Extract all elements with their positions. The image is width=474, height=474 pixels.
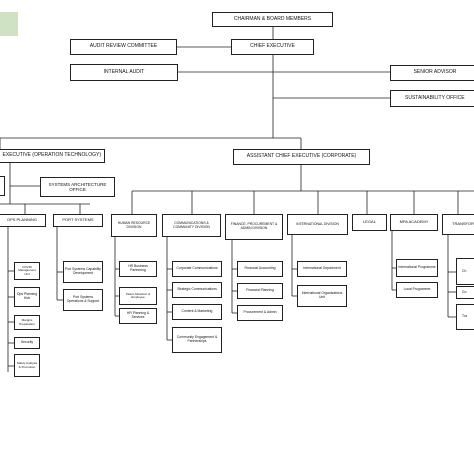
unit-academy-international: International Programme (396, 259, 438, 277)
systems-architecture-office-label: SYSTEMS ARCHITECTURE OFFICE (48, 181, 107, 192)
unit-ops-safety: Safety Analysis & Promotion (14, 354, 40, 377)
unit-port-capability: Port Systems Capability Development (63, 261, 103, 283)
unit-fin-procurement: Procurement & Admin (237, 305, 283, 321)
division-ops-planning: OPS PLANNING (0, 214, 46, 227)
sustainability-office-box: SUSTAINABILITY OFFICE (390, 90, 474, 107)
unit-comms-content: Content & Marketing (172, 304, 222, 320)
unit-comms-corporate: Corporate Communications (172, 261, 222, 277)
unit-label: COVID Management Unit (18, 264, 36, 276)
division-human-resource: HUMAN RESOURCE DIVISION (111, 214, 157, 237)
unit-fin-planning: Financial Planning (237, 283, 283, 299)
unit-label: Port Systems Operations & Support (66, 295, 100, 303)
division-legal: LEGAL (352, 214, 387, 231)
ace-operation-technology-label: EXECUTIVE (OPERATION TECHNOLOGY) (2, 152, 101, 159)
unit-label: International Organisations Unit (301, 291, 343, 299)
division-ops-planning-label: OPS PLANNING (6, 217, 37, 223)
division-port-systems-label: PORT SYSTEMS (62, 217, 94, 223)
unit-label: International Programme (398, 265, 436, 270)
chairman-box: CHAIRMAN & BOARD MEMBERS (212, 12, 333, 27)
division-communications: COMMUNICATIONS & COMMUNITY DIVISION (162, 214, 221, 237)
unit-ops-hub: Ops Planning Hub (14, 287, 40, 307)
unit-comms-strategic: Strategic Communications (172, 282, 222, 298)
unit-fin-accounting: Financial Accounting (237, 261, 283, 277)
unit-ops-margins: Margins Preparation (14, 315, 40, 330)
chief-executive-label: CHIEF EXECUTIVE (250, 43, 295, 50)
division-transformation: TRANSFOR (442, 214, 474, 235)
internal-audit-label: INTERNAL AUDIT (103, 68, 145, 75)
division-finance-label: FINANCE, PROCUREMENT & ADMIN DIVISION (230, 222, 278, 230)
unit-port-operations: Port Systems Operations & Support (63, 289, 103, 311)
unit-label: Procurement & Admin (243, 310, 277, 315)
division-mpa-academy-label: MPA ACADEMY (399, 219, 429, 225)
audit-review-committee-label: AUDIT REVIEW COMMITTEE (89, 43, 158, 50)
unit-label: Port Systems Capability Development (65, 267, 101, 275)
unit-label: HR Business Partnering (128, 264, 148, 272)
sustainability-office-label: SUSTAINABILITY OFFICE (405, 94, 465, 101)
unit-hr-business: HR Business Partnering (119, 261, 157, 277)
unit-academy-local: Local Programme (396, 282, 438, 298)
division-international-label: INTERNATIONAL DIVISION (296, 221, 339, 226)
chief-executive-box: CHIEF EXECUTIVE (231, 39, 314, 55)
unit-intl-organisations: International Organisations Unit (297, 285, 347, 307)
cut-off-box (0, 176, 5, 196)
unit-label: Content & Marketing (181, 309, 213, 314)
unit-label: Community Engagement & Partnerships (176, 335, 218, 343)
unit-intl-department: International Department (297, 261, 347, 277)
division-finance: FINANCE, PROCUREMENT & ADMIN DIVISION (225, 214, 283, 240)
division-port-systems: PORT SYSTEMS (53, 214, 103, 227)
division-transformation-label: TRANSFOR (452, 221, 474, 227)
unit-label: Ops Planning Hub (16, 292, 38, 300)
senior-advisor-box: SENIOR ADVISOR (390, 65, 474, 81)
unit-hr-talent: Talent Attraction & Employee (119, 287, 157, 305)
unit-comms-community: Community Engagement & Partnerships (172, 327, 222, 353)
division-human-resource-label: HUMAN RESOURCE DIVISION (117, 220, 151, 229)
chairman-label: CHAIRMAN & BOARD MEMBERS (233, 15, 312, 22)
unit-label: Security (20, 340, 34, 345)
unit-label: Talent Attraction & Employee (125, 291, 151, 299)
unit-label: HR Planning & Services (126, 311, 150, 319)
division-mpa-academy: MPA ACADEMY (390, 214, 438, 231)
division-legal-label: LEGAL (363, 219, 376, 225)
unit-transform-2: Go (456, 286, 474, 299)
unit-transform-1: Ch (456, 258, 474, 285)
green-accent-block (0, 12, 18, 36)
systems-architecture-office-box: SYSTEMS ARCHITECTURE OFFICE (40, 177, 115, 197)
unit-transform-3: Tra (456, 304, 474, 330)
unit-label: Strategic Communications (177, 287, 217, 292)
audit-review-committee-box: AUDIT REVIEW COMMITTEE (70, 39, 177, 55)
unit-label: Safety Analysis & Promotion (16, 361, 38, 369)
unit-hr-planning: HR Planning & Services (119, 308, 157, 324)
unit-label: Margins Preparation (19, 318, 35, 326)
unit-label: International Department (303, 266, 341, 271)
unit-label: Tra (462, 314, 467, 319)
unit-label: Financial Accounting (244, 266, 276, 271)
senior-advisor-label: SENIOR ADVISOR (413, 69, 457, 76)
unit-ops-covid: COVID Management Unit (14, 262, 40, 280)
ace-corporate-box: ASSISTANT CHIEF EXECUTIVE (CORPORATE) (233, 149, 370, 165)
unit-label: Go (462, 289, 467, 294)
ace-corporate-label: ASSISTANT CHIEF EXECUTIVE (CORPORATE) (246, 153, 357, 160)
division-international: INTERNATIONAL DIVISION (287, 214, 348, 235)
division-communications-label: COMMUNICATIONS & COMMUNITY DIVISION (173, 220, 210, 229)
unit-label: Corporate Communications (176, 266, 218, 271)
unit-label: Financial Planning (246, 288, 274, 293)
unit-ops-security: Security (14, 337, 40, 349)
unit-label: Local Programme (403, 287, 431, 292)
unit-label: Ch (462, 268, 467, 273)
internal-audit-box: INTERNAL AUDIT (70, 64, 178, 81)
ace-operation-technology-box: EXECUTIVE (OPERATION TECHNOLOGY) (0, 149, 105, 163)
